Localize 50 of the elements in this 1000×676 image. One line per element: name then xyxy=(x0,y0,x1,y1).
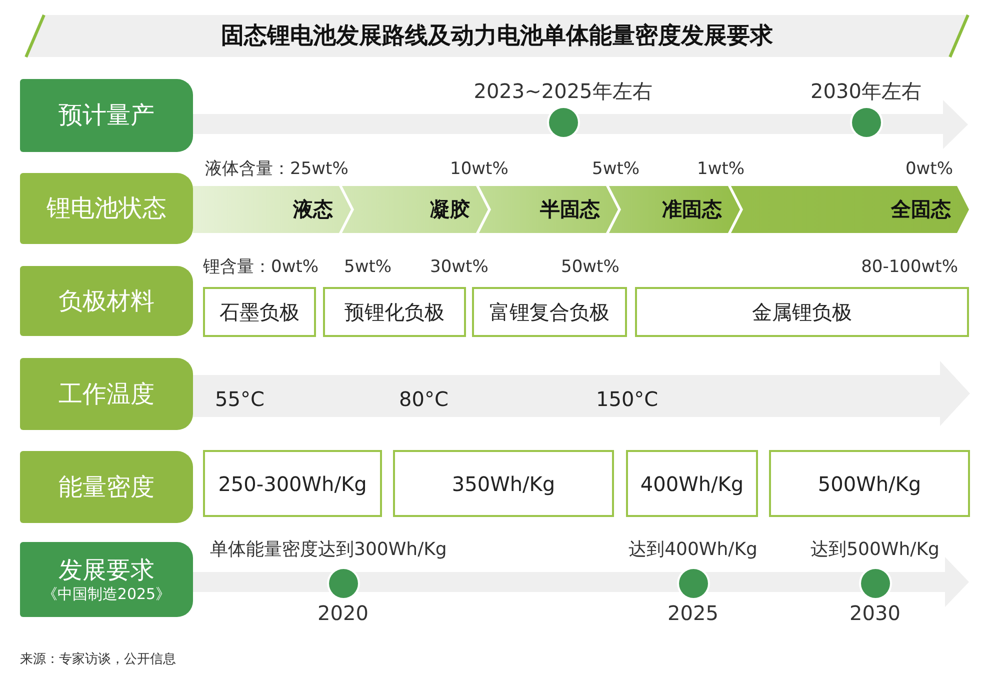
stage-segment: 凝胶 xyxy=(342,186,488,233)
stage-segment: 半固态 xyxy=(479,186,618,233)
energy-density-box: 500Wh/Kg xyxy=(769,450,970,517)
milestone-dot xyxy=(546,106,580,138)
anode-material-box: 预锂化负极 xyxy=(323,287,466,337)
value-label: 10wt% xyxy=(450,158,508,180)
milestone-label: 2030年左右 xyxy=(810,79,922,103)
milestone-dot xyxy=(858,566,892,600)
milestone-label: 达到500Wh/Kg xyxy=(810,539,940,561)
value-label: 5wt% xyxy=(344,256,392,278)
row-header: 负极材料 xyxy=(20,266,193,336)
milestone-label: 单体能量密度达到300Wh/Kg xyxy=(210,539,447,561)
temperature-label: 55°C xyxy=(215,387,264,411)
header-subtitle: 《中国制造2025》 xyxy=(42,584,171,603)
diagram-title: 固态锂电池发展路线及动力电池单体能量密度发展要求 xyxy=(221,23,773,51)
row-header: 预计量产 xyxy=(20,79,193,152)
header-label: 发展要求 xyxy=(58,556,154,585)
temperature-label: 150°C xyxy=(596,387,658,411)
year-label: 2020 xyxy=(318,601,368,625)
stage-segment: 全固态 xyxy=(731,186,969,233)
anode-material-box: 富锂复合负极 xyxy=(472,287,627,337)
milestone-dot xyxy=(676,566,710,600)
value-label: 30wt% xyxy=(430,256,488,278)
value-label: 液体含量：25wt% xyxy=(205,158,348,180)
value-label: 1wt% xyxy=(697,158,745,180)
value-label: 0wt% xyxy=(905,158,953,180)
milestone-dot xyxy=(850,106,882,138)
energy-density-box: 400Wh/Kg xyxy=(626,450,758,517)
row-header: 工作温度 xyxy=(20,358,193,430)
row-header: 锂电池状态 xyxy=(20,173,193,244)
energy-density-box: 350Wh/Kg xyxy=(393,450,614,517)
value-label: 5wt% xyxy=(592,158,640,180)
stage-segment: 准固态 xyxy=(609,186,740,233)
milestone-label: 2023~2025年左右 xyxy=(474,79,652,103)
row-header: 能量密度 xyxy=(20,451,193,523)
value-label: 锂含量：0wt% xyxy=(203,256,319,278)
temperature-label: 80°C xyxy=(399,387,448,411)
year-label: 2030 xyxy=(850,601,900,625)
value-label: 50wt% xyxy=(561,256,620,278)
year-label: 2025 xyxy=(668,601,718,625)
milestone-label: 达到400Wh/Kg xyxy=(628,539,758,561)
source-note: 来源：专家访谈，公开信息 xyxy=(20,652,176,668)
anode-material-box: 金属锂负极 xyxy=(635,287,969,337)
energy-density-box: 250-300Wh/Kg xyxy=(203,450,382,517)
anode-material-box: 石墨负极 xyxy=(203,287,316,337)
stage-segment: 液态 xyxy=(193,186,351,233)
value-label: 80-100wt% xyxy=(861,256,958,278)
row-header xyxy=(20,542,193,617)
timeline-arrow xyxy=(193,361,970,426)
milestone-dot xyxy=(326,566,360,600)
